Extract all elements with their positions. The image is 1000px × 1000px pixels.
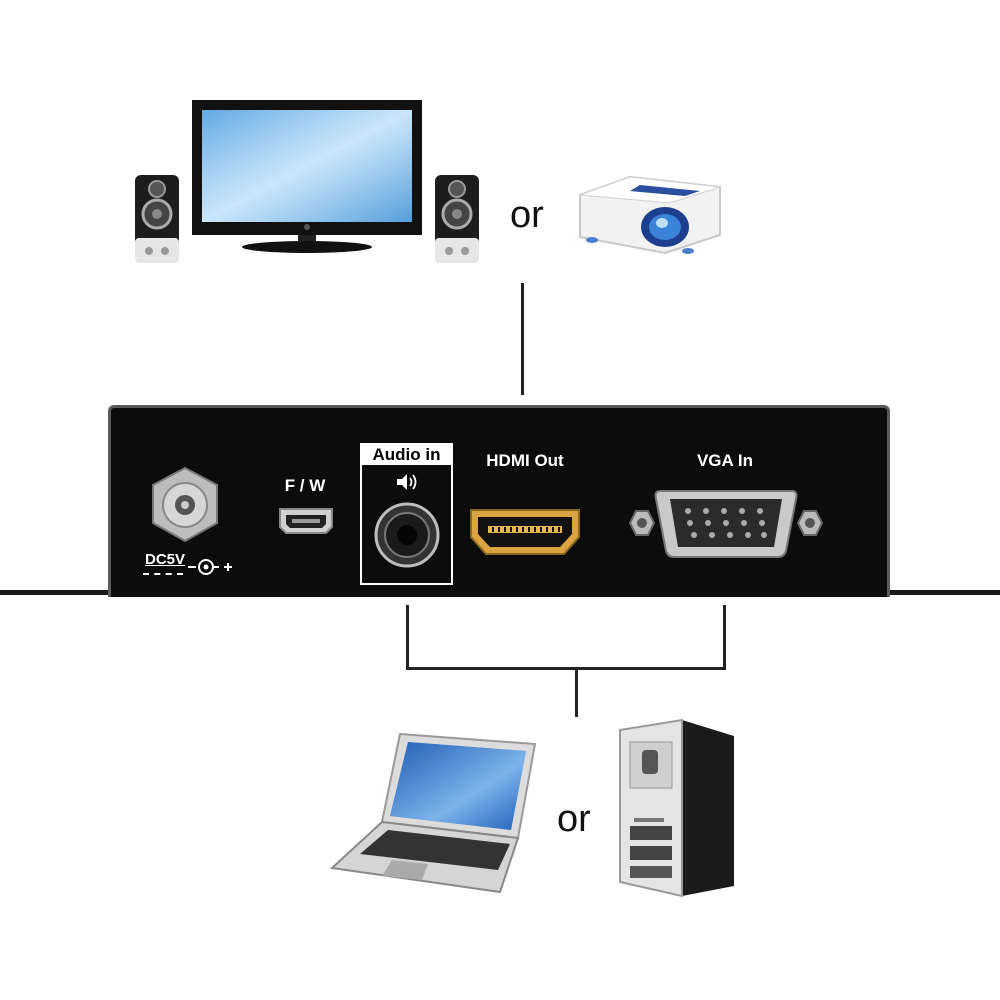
input-connector-line: [575, 667, 578, 717]
left-speaker-icon: [135, 175, 179, 263]
fw-label: F / W: [284, 476, 326, 495]
tv-screen-icon: [192, 100, 422, 253]
vga-port-icon[interactable]: [618, 485, 834, 561]
hdmi-out-label: HDMI Out: [486, 451, 564, 470]
rail-line-left: [0, 590, 112, 595]
vga-connector-line: [723, 605, 726, 669]
right-speaker-icon: [435, 175, 479, 263]
fw-usb-port-icon[interactable]: [276, 505, 336, 537]
projector-icon: [579, 175, 721, 255]
laptop-icon: [330, 732, 537, 894]
input-bus-line: [406, 667, 726, 670]
output-connector-line: [521, 283, 524, 395]
desktop-pc-icon: [619, 718, 734, 898]
input-or-label: or: [557, 798, 591, 840]
power-label-dashes: [143, 573, 183, 577]
speaker-volume-icon: [395, 472, 421, 492]
hdmi-port-icon[interactable]: [468, 507, 582, 557]
vga-in-label: VGA In: [696, 451, 754, 470]
power-label: DC5V: [144, 551, 185, 568]
polarity-icon: [188, 559, 232, 575]
audio-in-label-bar: [360, 443, 453, 465]
audio-jack-icon[interactable]: [372, 500, 442, 570]
audio-connector-line: [406, 605, 409, 669]
power-jack-icon[interactable]: [145, 465, 225, 545]
tv-with-speakers-icon: [135, 100, 479, 263]
output-or-label: or: [510, 194, 544, 236]
rail-line-right: [888, 590, 1000, 595]
audio-in-label: Audio in: [372, 445, 441, 464]
